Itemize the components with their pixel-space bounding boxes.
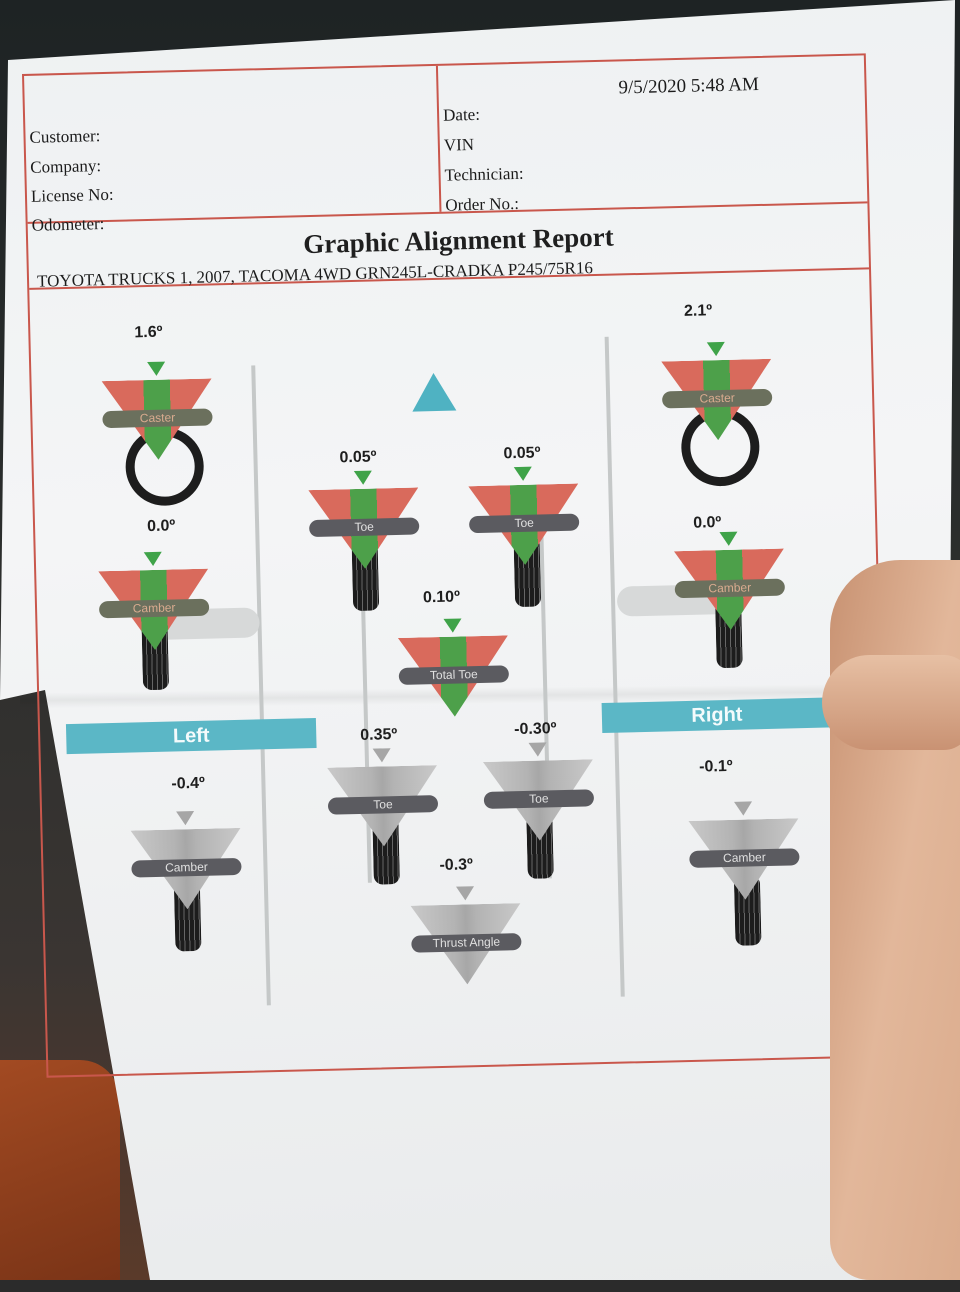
- thumb: [822, 655, 960, 750]
- background-object: [0, 1060, 120, 1280]
- rear-left-camber-value: -0.4º: [171, 774, 206, 793]
- forward-arrow-icon: [411, 372, 457, 412]
- rear-left-toe-value: 0.35º: [360, 726, 398, 744]
- left-camber-pointer: [143, 551, 163, 567]
- left-toe-value: 0.05º: [339, 448, 377, 467]
- thrust-angle-gauge: Thrust Angle: [410, 886, 522, 986]
- rear-left-toe-gauge: Toe: [327, 748, 439, 848]
- thrust-angle-label: Thrust Angle: [411, 933, 522, 953]
- left-toe-gauge: Toe: [308, 470, 420, 570]
- thrust-angle-value: -0.3º: [439, 856, 474, 875]
- rear-left-camber-gauge: Camber: [131, 811, 243, 911]
- right-toe-gauge: Toe: [468, 466, 580, 567]
- total-toe-value: 0.10º: [422, 588, 461, 607]
- right-camber-gauge: Camber: [674, 531, 786, 632]
- right-caster-value: 2.1º: [683, 302, 713, 320]
- rear-right-camber-label: Camber: [689, 848, 800, 868]
- left-toe-label: Toe: [309, 517, 420, 538]
- rear-right-camber-value: -0.1º: [698, 757, 733, 776]
- left-camber-gauge: Camber: [98, 551, 210, 652]
- right-body-line: [604, 336, 625, 997]
- left-caster-gauge: Caster: [102, 361, 214, 461]
- right-camber-label: Camber: [674, 578, 786, 599]
- right-caster-gauge: Caster: [661, 341, 773, 442]
- rear-right-toe-value: -0.30º: [513, 720, 557, 739]
- left-side-banner: Left: [65, 718, 317, 755]
- rear-right-toe-label: Toe: [483, 789, 595, 809]
- left-caster-pointer: [147, 361, 166, 377]
- right-side-banner: Right: [601, 697, 833, 734]
- right-toe-label: Toe: [468, 513, 580, 534]
- right-camber-value: 0.0º: [693, 514, 722, 532]
- left-camber-value: 0.0º: [146, 517, 176, 536]
- left-camber-label: Camber: [98, 598, 210, 619]
- right-caster-label: Caster: [661, 388, 773, 409]
- rear-right-camber-gauge: Camber: [688, 801, 800, 901]
- right-toe-value: 0.05º: [503, 444, 541, 463]
- total-toe-label: Total Toe: [398, 665, 510, 685]
- total-toe-gauge: Total Toe: [398, 618, 510, 718]
- left-caster-label: Caster: [102, 408, 213, 429]
- left-caster-value: 1.6º: [134, 323, 163, 342]
- left-body-line: [251, 365, 271, 1006]
- rear-left-camber-label: Camber: [131, 857, 242, 878]
- rear-right-toe-gauge: Toe: [483, 742, 595, 842]
- rear-left-toe-label: Toe: [327, 795, 439, 815]
